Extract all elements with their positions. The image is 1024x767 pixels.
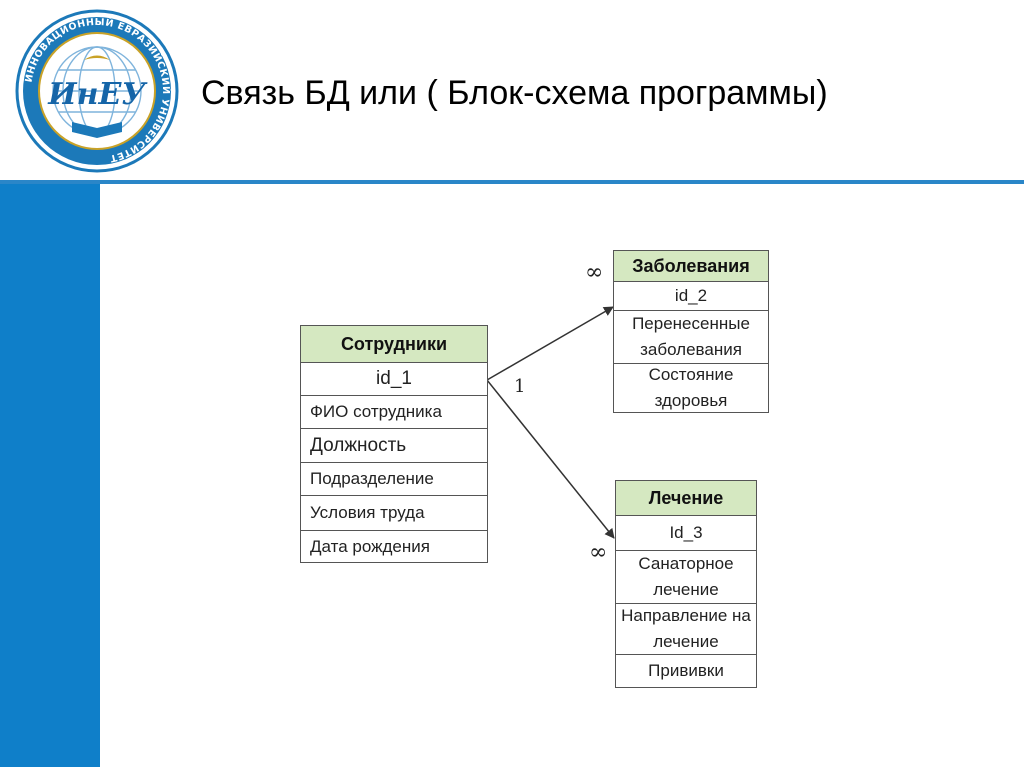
relation-employees-diseases: [486, 306, 614, 381]
book-icon: [72, 122, 122, 138]
field-position: Должность: [301, 429, 487, 463]
one-cardinality-label: 1: [514, 376, 526, 397]
field-full-name: ФИО сотрудника: [301, 396, 487, 429]
field-department: Подразделение: [301, 463, 487, 496]
field-id-1: id_1: [301, 363, 487, 396]
field-sanatorium-treatment: Санаторное лечение: [616, 551, 756, 604]
entity-employees: Сотрудники id_1 ФИО сотрудника Должность…: [300, 325, 488, 563]
field-work-conditions: Условия труда: [301, 496, 487, 531]
field-vaccinations: Прививки: [648, 661, 724, 680]
entity-diseases: Заболевания id_2 Перенесенные заболевани…: [613, 250, 769, 413]
field-id-2: id_2: [614, 282, 768, 311]
field-birth-date: Дата рождения: [310, 536, 430, 556]
many-cardinality-label-diseases: ∞: [585, 260, 604, 285]
relation-employees-treatment: [486, 379, 615, 539]
field-treatment-referral: Направление на лечение: [616, 604, 756, 655]
logo-text: ИнЕУ: [47, 77, 148, 112]
university-logo: ИННОВАЦИОННЫЙ ЕВРАЗИЙСКИЙ УНИВЕРСИТЕТ Ин…: [15, 9, 179, 173]
header-divider: [0, 180, 1024, 184]
entity-treatment-title: Лечение: [616, 481, 756, 516]
entity-treatment: Лечение Id_3 Санаторное лечение Направле…: [615, 480, 757, 688]
many-cardinality-label-treatment: ∞: [589, 540, 608, 565]
field-past-diseases: Перенесенные заболевания: [614, 311, 768, 364]
field-health-status: Состояние здоровья: [648, 365, 734, 410]
entity-diseases-title: Заболевания: [614, 251, 768, 282]
entity-employees-title: Сотрудники: [301, 326, 487, 363]
field-id-3: Id_3: [616, 516, 756, 551]
bird-icon: [84, 55, 110, 60]
slide-title: Связь БД или ( Блок-схема программы): [201, 74, 828, 112]
